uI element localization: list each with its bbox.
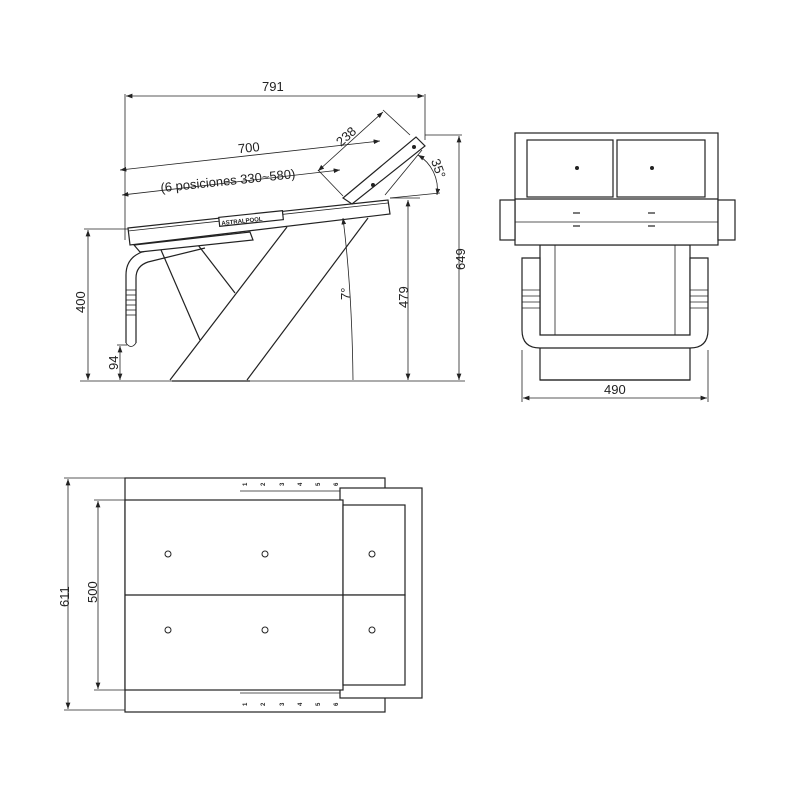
dim-791: 791 bbox=[262, 79, 284, 94]
dim-238: 238 bbox=[333, 124, 359, 150]
dim-490: 490 bbox=[604, 382, 626, 397]
mark-2: 2 bbox=[261, 702, 267, 706]
position-marks-bottom: 1 2 3 4 5 6 bbox=[243, 702, 340, 706]
mark-4: 4 bbox=[298, 482, 304, 486]
side-view: ASTRALPOOL 791 700 (6 posiciones 330~580… bbox=[73, 79, 468, 382]
dim-94: 94 bbox=[106, 356, 121, 370]
dim-500: 500 bbox=[85, 581, 100, 603]
mark-6: 6 bbox=[334, 702, 340, 706]
mark-4: 4 bbox=[298, 702, 304, 706]
mark-6: 6 bbox=[334, 482, 340, 486]
mark-5: 5 bbox=[316, 482, 322, 486]
dim-700: 700 bbox=[237, 139, 260, 156]
mark-1: 1 bbox=[243, 702, 249, 706]
angle-7: 7° bbox=[338, 288, 353, 300]
top-view: 1 2 3 4 5 6 1 2 3 4 5 6 611 500 bbox=[57, 477, 423, 713]
dim-649: 649 bbox=[453, 248, 468, 270]
position-marks-top: 1 2 3 4 5 6 bbox=[243, 482, 340, 486]
angle-35: 35° bbox=[428, 157, 449, 181]
mark-1: 1 bbox=[243, 482, 249, 486]
dim-positions: (6 posiciones 330~580) bbox=[160, 166, 296, 195]
dim-479: 479 bbox=[396, 286, 411, 308]
mark-3: 3 bbox=[280, 482, 286, 486]
dim-400: 400 bbox=[73, 291, 88, 313]
mark-3: 3 bbox=[280, 702, 286, 706]
mark-5: 5 bbox=[316, 702, 322, 706]
dim-611: 611 bbox=[57, 586, 72, 607]
front-view: 490 bbox=[499, 132, 736, 402]
brand-label: ASTRALPOOL bbox=[221, 217, 263, 227]
mark-2: 2 bbox=[261, 482, 267, 486]
